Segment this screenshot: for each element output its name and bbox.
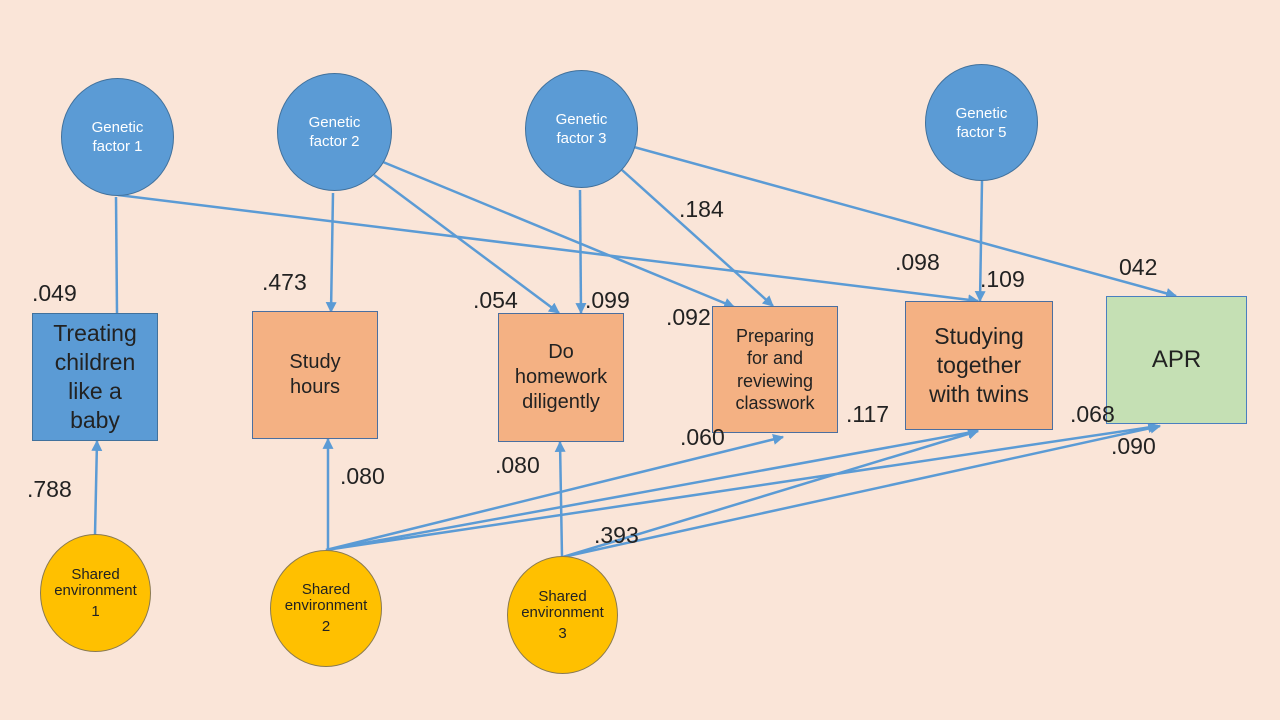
shared-environment-2-line2: environment [284,597,368,614]
genetic-factor-2-node: Genetic factor 2 [277,73,392,191]
do-homework-box: Do homework diligently [498,313,624,442]
homework-line3: diligently [522,391,600,413]
edge-g2-studyhours [325,192,337,314]
shared-environment-1-line1: Shared [71,565,120,583]
genetic-factor-1-line1: Genetic [91,119,144,136]
edge-s3-apr [562,422,1162,559]
coef-393: .393 [594,522,639,548]
treating-line4: baby [70,407,120,433]
coef-098: .098 [895,249,940,275]
genetic-factor-1-line2: factor 1 [92,138,143,155]
shared-environment-1-line2: environment [54,581,137,599]
preparing-line2: for and [746,348,804,368]
homework-line1: Do [548,341,574,363]
edge-g2-preparing [382,160,736,309]
studying-with-twins-box: Studying together with twins [905,301,1053,430]
coef-788: .788 [27,476,72,502]
genetic-factor-3-line2: factor 3 [556,130,607,147]
genetic-factor-5-line1: Genetic [955,104,1008,122]
shared-environment-1-node: Shared environment 1 [40,534,151,652]
preparing-line3: reviewing [736,370,814,391]
shared-environment-2-line1: Shared [301,581,351,598]
treating-line3: like a [68,378,122,404]
genetic-factor-5-node: Genetic factor 5 [925,64,1038,181]
shared-environment-3-node: Shared environment 3 [507,556,618,674]
edge-s3-twins [562,428,980,559]
treating-line2: children [54,349,136,375]
coef-049: .049 [32,280,77,306]
apr-label: APR [1151,346,1202,373]
twins-line2: together [936,352,1022,378]
edge-g3-preparing [621,169,774,307]
preparing-reviewing-box: Preparing for and reviewing classwork [712,306,838,433]
genetic-factor-3-line1: Genetic [555,111,608,128]
genetic-factor-5-line2: factor 5 [956,123,1007,141]
shared-environment-3-line2: environment [521,603,604,621]
coef-092: .092 [666,304,711,330]
genetic-factor-3-node: Genetic factor 3 [525,70,638,188]
genetic-factor-1-node: Genetic factor 1 [61,78,174,196]
edge-g5-twins [974,180,986,303]
coef-109: .109 [980,266,1025,292]
study-hours-box: Study hours [252,311,378,439]
edge-s1-treating [91,439,103,536]
treating-line1: Treating [53,320,137,346]
preparing-line4: classwork [735,393,815,413]
edge-g2-homework [373,173,560,315]
shared-environment-3-line1: Shared [538,587,587,605]
genetic-factor-2-line2: factor 2 [309,133,360,150]
apr-box: APR [1106,296,1247,424]
coef-090: .090 [1111,433,1156,459]
shared-environment-1-line3: 1 [91,602,100,620]
edge-g1-treating [114,196,119,314]
edge-g3-homework [575,189,587,315]
coef-099: .099 [585,287,630,313]
edge-s2-apr [325,422,1160,552]
homework-line2: homework [514,366,608,388]
twins-line3: with twins [929,381,1029,407]
shared-environment-3-line3: 3 [558,624,567,642]
coef-473: .473 [262,269,307,295]
treating-children-box: Treating children like a baby [32,313,158,441]
coef-117: .117 [846,401,890,427]
twins-line1: Studying [934,323,1024,349]
coef-184: .184 [679,196,724,222]
shared-environment-2-line3: 2 [321,618,331,635]
edge-s2-twins [325,427,980,552]
edge-s3-homework [554,440,566,558]
coef-080-studyhours: .080 [340,463,385,489]
edge-s2-preparing [325,434,785,552]
coef-068: .068 [1070,401,1115,427]
preparing-line1: Preparing [735,325,815,346]
edge-g3-apr [633,145,1178,299]
genetic-factor-2-line1: Genetic [308,114,361,131]
shared-environment-2-node: Shared environment 2 [270,550,382,667]
study-hours-line1: Study [289,351,341,373]
edge-g1-twins [117,193,980,306]
study-hours-line2: hours [289,376,341,398]
coef-080-homework: .080 [495,452,540,478]
coef-060: .060 [680,424,725,450]
coef-054: .054 [473,287,518,313]
coef-042: 042 [1119,254,1158,280]
